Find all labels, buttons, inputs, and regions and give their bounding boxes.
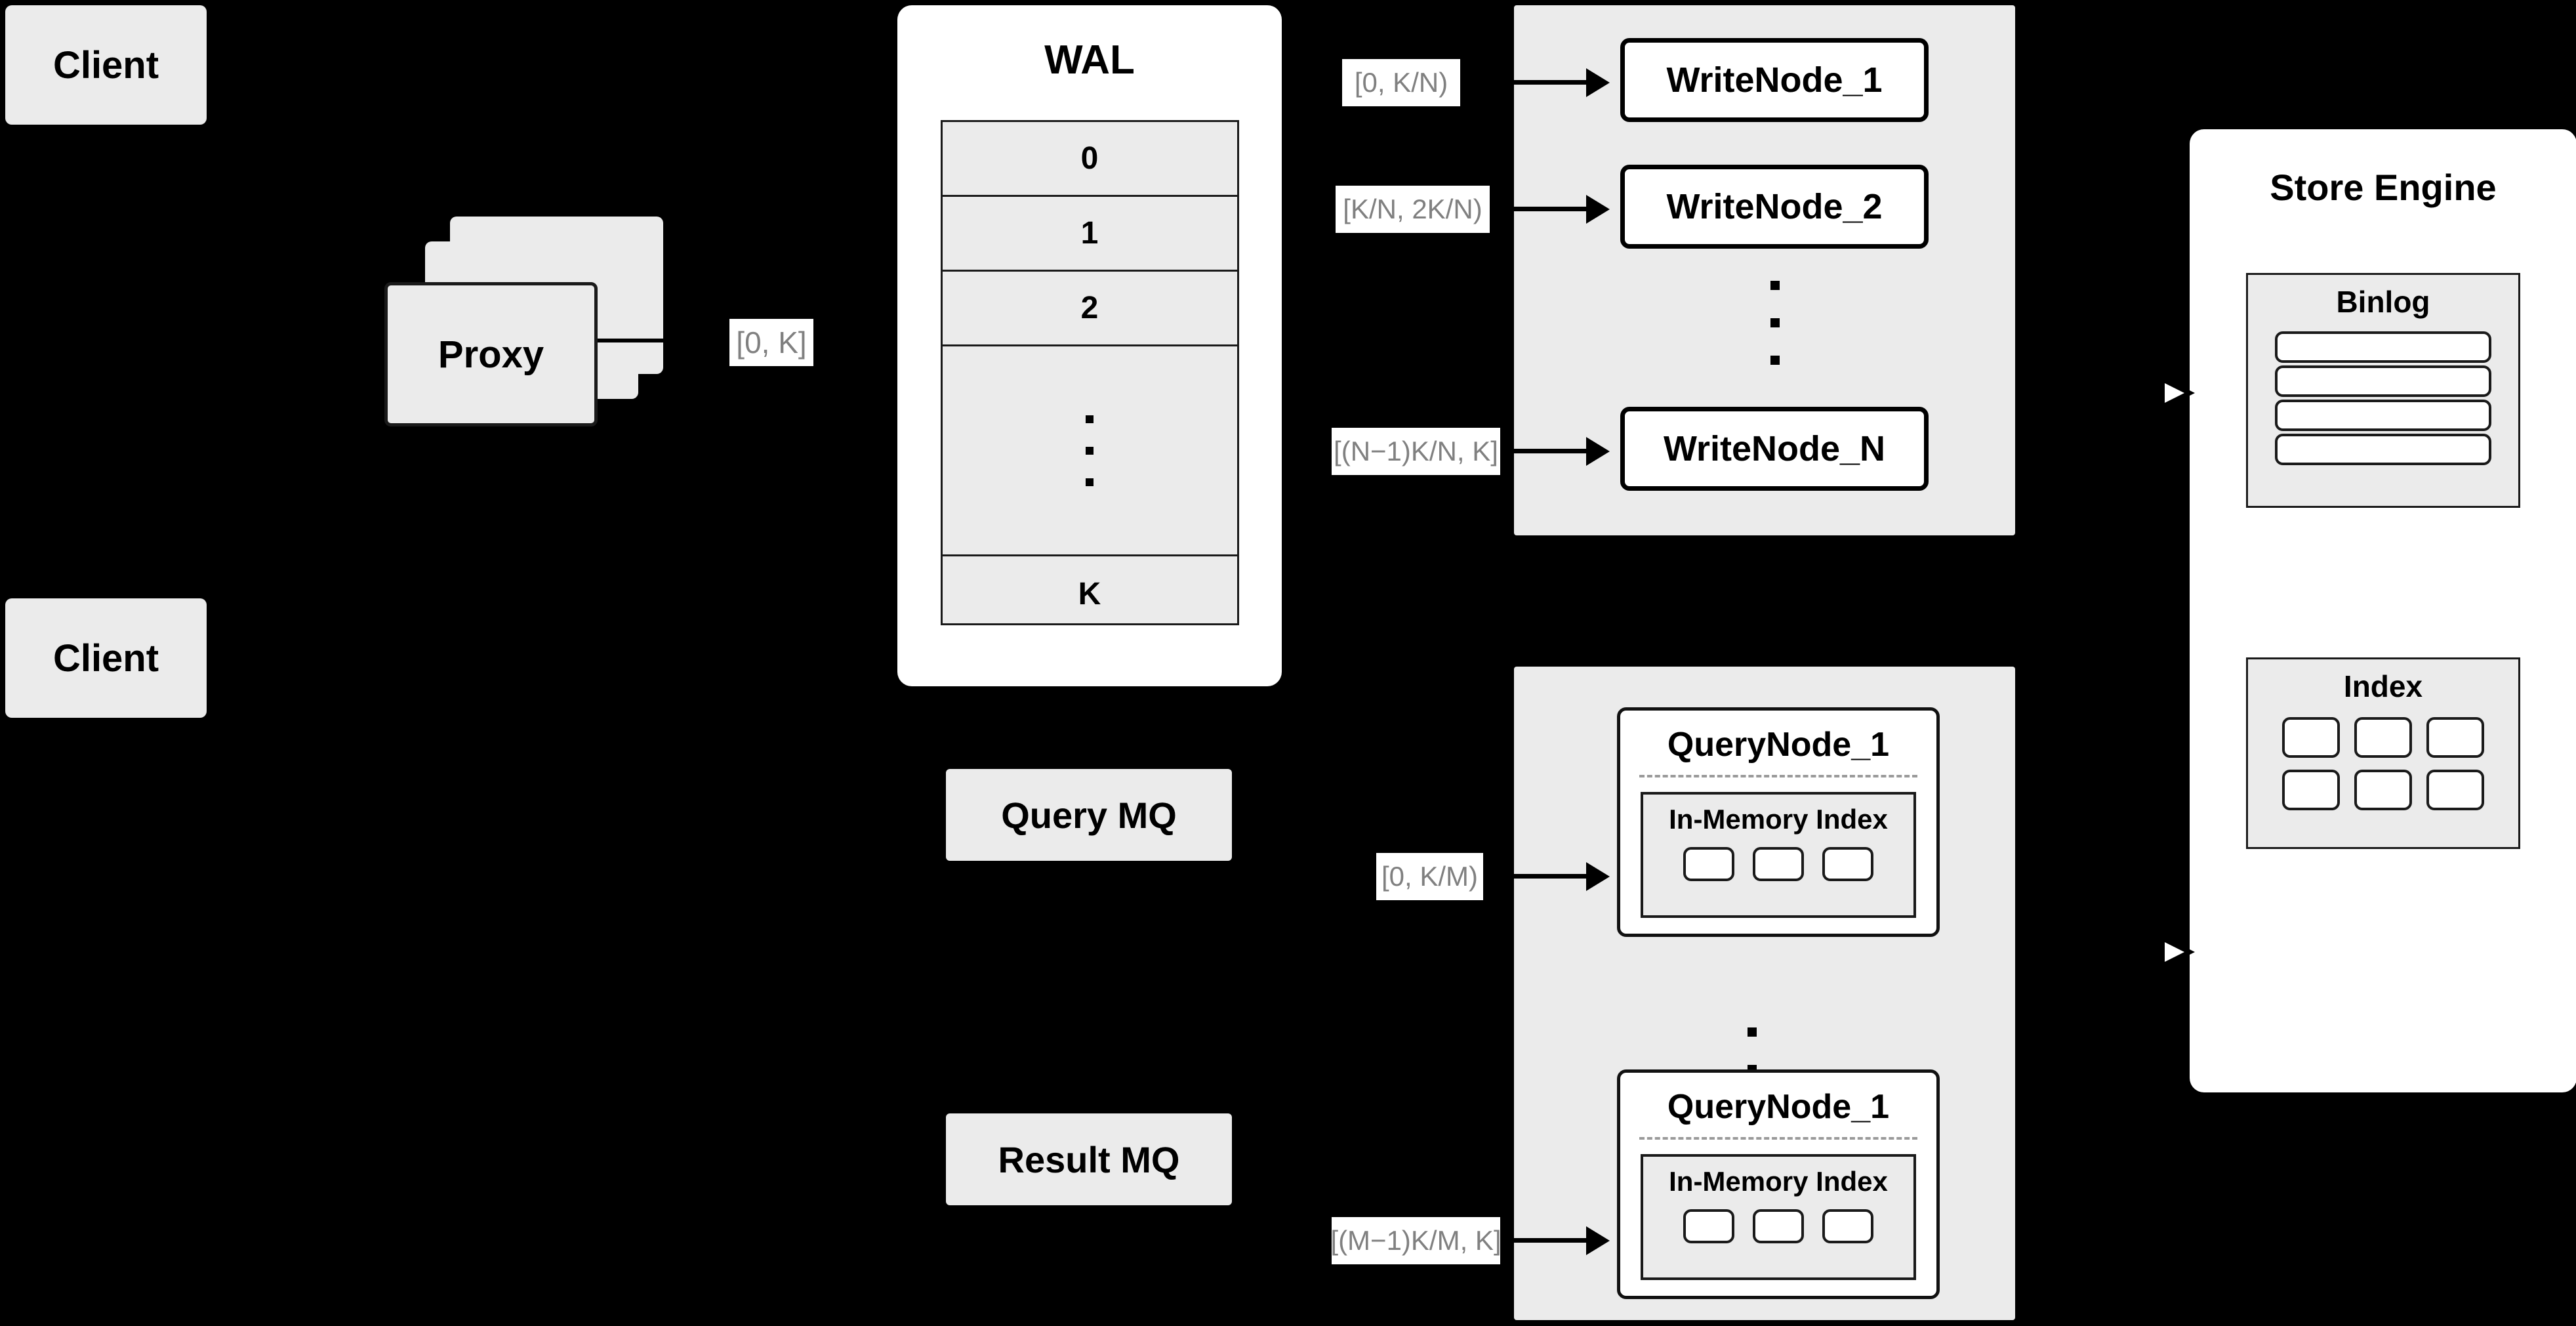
arrow-line-to-binlog <box>2124 390 2161 394</box>
in-memory-index-title-2: In-Memory Index <box>1669 1166 1888 1197</box>
binlog-entry[interactable] <box>2275 400 2491 431</box>
arrow-head-query-1 <box>1586 862 1610 891</box>
result-mq-label: Result MQ <box>998 1138 1180 1180</box>
wal-row-label: K <box>1078 576 1101 611</box>
index-slot[interactable] <box>2282 717 2340 758</box>
in-memory-index-box-1: In-Memory Index <box>1641 792 1916 918</box>
index-segment[interactable] <box>1753 847 1804 881</box>
in-memory-index-title-1: In-Memory Index <box>1669 804 1888 835</box>
wal-row-last[interactable]: K <box>943 556 1237 631</box>
index-title: Index <box>2343 669 2423 703</box>
arrow-head-open-to-binlog <box>2159 375 2195 411</box>
client-box-1[interactable]: Client <box>5 5 207 125</box>
arrow-line-query-m <box>1500 1238 1589 1243</box>
ellipsis-dot <box>1770 281 1780 290</box>
edge-label-proxy-to-wal: [0, K] <box>729 319 813 366</box>
client-box-2[interactable]: Client <box>5 598 207 718</box>
write-node-1-label: WriteNode_1 <box>1666 60 1883 100</box>
ellipsis-dot <box>1086 446 1094 455</box>
query-node-1[interactable]: QueryNode_1 In-Memory Index <box>1617 707 1940 937</box>
wal-panel: WAL 0 1 2 K <box>897 5 1282 686</box>
ellipsis-dot <box>1086 478 1094 486</box>
edge-label-write-n-text: [(N−1)K/N, K] <box>1334 436 1498 466</box>
index-segment-row-2 <box>1643 1209 1913 1243</box>
wal-ellipsis-row <box>942 346 1237 556</box>
arrow-head-query-m <box>1586 1226 1610 1255</box>
wal-row[interactable]: 2 <box>942 272 1237 346</box>
binlog-entry[interactable] <box>2275 331 2491 363</box>
proxy-box[interactable]: Proxy <box>384 282 598 426</box>
edge-label-write-2-text: [K/N, 2K/N) <box>1343 194 1482 224</box>
wal-row-label: 2 <box>1080 291 1099 325</box>
arrow-line-query-1 <box>1483 874 1589 879</box>
index-slot[interactable] <box>2282 770 2340 810</box>
ellipsis-dot <box>1770 356 1780 365</box>
query-node-2-title: QueryNode_1 <box>1667 1088 1890 1126</box>
edge-label-query-1-text: [0, K/M) <box>1381 861 1479 892</box>
ellipsis-dot <box>1086 415 1094 423</box>
write-node-n-label: WriteNode_N <box>1663 429 1886 468</box>
edge-label-proxy-to-wal-text: [0, K] <box>736 325 807 360</box>
wal-title: WAL <box>1044 37 1135 83</box>
index-slot[interactable] <box>2354 717 2412 758</box>
index-slot[interactable] <box>2426 770 2484 810</box>
binlog-entry[interactable] <box>2275 365 2491 397</box>
index-slot-row-2 <box>2248 770 2518 810</box>
query-node-1-title: QueryNode_1 <box>1667 726 1890 764</box>
wal-row[interactable]: 1 <box>942 197 1237 272</box>
client-label-2: Client <box>52 636 159 680</box>
wal-row[interactable]: 0 <box>942 122 1237 197</box>
index-slot-row-1 <box>2248 717 2518 758</box>
write-node-n[interactable]: WriteNode_N <box>1620 407 1929 491</box>
ellipsis-dot <box>1770 318 1780 327</box>
index-segment[interactable] <box>1683 1209 1734 1243</box>
client-label-1: Client <box>52 43 159 87</box>
index-slot[interactable] <box>2354 770 2412 810</box>
index-segment[interactable] <box>1822 847 1873 881</box>
ellipsis-dot <box>1748 1027 1757 1037</box>
index-segment[interactable] <box>1822 1209 1873 1243</box>
query-node-2-separator <box>1639 1137 1918 1140</box>
index-slot[interactable] <box>2426 717 2484 758</box>
query-mq-box[interactable]: Query MQ <box>946 769 1232 861</box>
arrow-head-open-to-index <box>2159 934 2195 970</box>
index-segment[interactable] <box>1683 847 1734 881</box>
wal-row-label: 0 <box>1080 141 1099 176</box>
binlog-title: Binlog <box>2336 285 2430 319</box>
write-node-2-label: WriteNode_2 <box>1666 187 1883 226</box>
arrow-head-write-1 <box>1586 68 1610 97</box>
proxy-out-connector <box>598 339 673 342</box>
edge-label-write-1-text: [0, K/N) <box>1354 67 1448 98</box>
query-mq-label: Query MQ <box>1001 794 1177 836</box>
arrow-line-write-2 <box>1490 207 1589 211</box>
arrow-line-write-1 <box>1464 80 1589 85</box>
wal-row-label: 1 <box>1080 216 1099 251</box>
edge-label-query-1: [0, K/M) <box>1376 853 1483 900</box>
arrow-head-write-2 <box>1586 195 1610 224</box>
arrow-head-write-n <box>1586 437 1610 466</box>
proxy-label: Proxy <box>438 333 544 376</box>
edge-label-query-m-text: [(M−1)K/M, K] <box>1330 1225 1502 1256</box>
binlog-entry[interactable] <box>2275 434 2491 465</box>
store-engine-panel: Store Engine Binlog Index <box>2190 129 2576 1092</box>
arrow-line-to-index <box>2124 949 2161 953</box>
query-node-1-separator <box>1639 775 1918 777</box>
edge-label-write-n: [(N−1)K/N, K] <box>1332 428 1500 475</box>
store-engine-title: Store Engine <box>2270 167 2497 208</box>
arrow-line-write-n <box>1500 449 1589 453</box>
edge-label-query-m: [(M−1)K/M, K] <box>1330 1217 1502 1264</box>
wal-entry-list: 0 1 2 K <box>940 120 1239 625</box>
query-node-2[interactable]: QueryNode_1 In-Memory Index <box>1617 1069 1940 1299</box>
result-mq-box[interactable]: Result MQ <box>946 1113 1232 1205</box>
index-segment[interactable] <box>1753 1209 1804 1243</box>
binlog-box: Binlog <box>2246 273 2520 508</box>
edge-label-write-2: [K/N, 2K/N) <box>1336 186 1490 233</box>
edge-label-write-1: [0, K/N) <box>1342 59 1460 106</box>
write-node-1[interactable]: WriteNode_1 <box>1620 38 1929 122</box>
index-segment-row-1 <box>1643 847 1913 881</box>
in-memory-index-box-2: In-Memory Index <box>1641 1154 1916 1280</box>
index-box: Index <box>2246 657 2520 849</box>
write-node-2[interactable]: WriteNode_2 <box>1620 165 1929 249</box>
write-cluster-ellipsis <box>1770 281 1780 365</box>
